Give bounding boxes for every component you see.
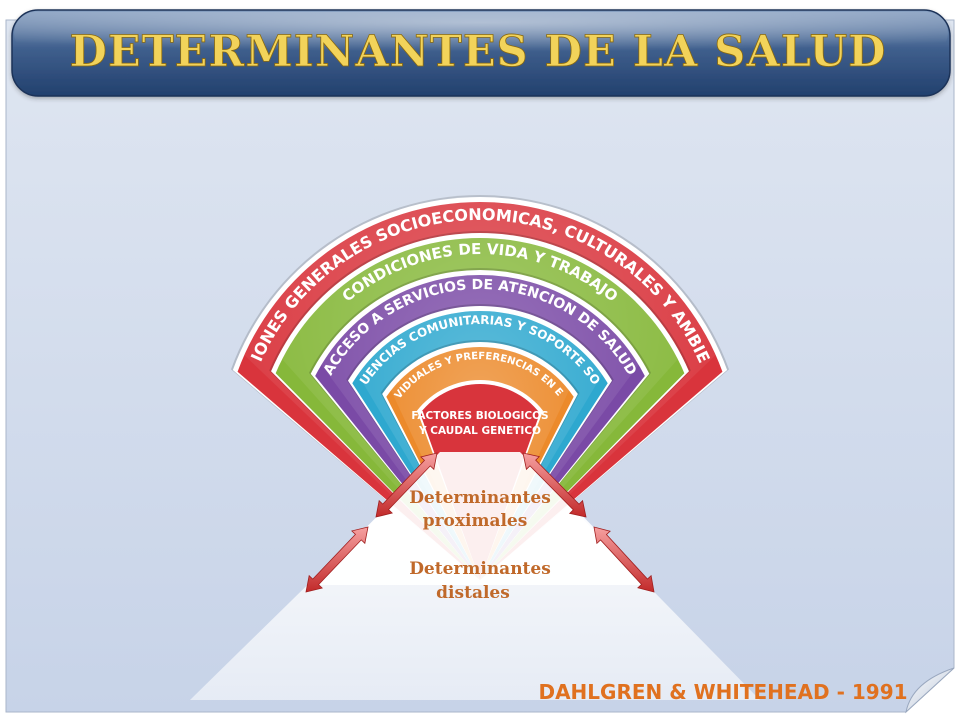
cone-overlay — [310, 452, 650, 585]
credit-label: DAHLGREN & WHITEHEAD - 1991 — [538, 680, 907, 704]
proximal-label-line1: Determinantes — [409, 488, 551, 508]
arrow-distal-left — [305, 526, 369, 593]
arrow-distal-right — [593, 526, 655, 593]
arrow-proximal-right — [522, 452, 587, 518]
center-label-line1: FACTORES BIOLOGICOS — [411, 410, 548, 422]
title-banner — [11, 9, 951, 97]
center-label-line2: Y CAUDAL GENETICO — [418, 425, 541, 437]
distal-label-line2: distales — [436, 583, 510, 603]
arrow-proximal-left — [375, 452, 438, 518]
distal-label-line1: Determinantes — [409, 559, 551, 579]
proximal-label-line2: proximales — [423, 511, 528, 531]
page-title: DETERMINANTES DE LA SALUD — [70, 27, 887, 77]
arrows-group — [305, 452, 655, 593]
page-curl — [905, 667, 955, 714]
